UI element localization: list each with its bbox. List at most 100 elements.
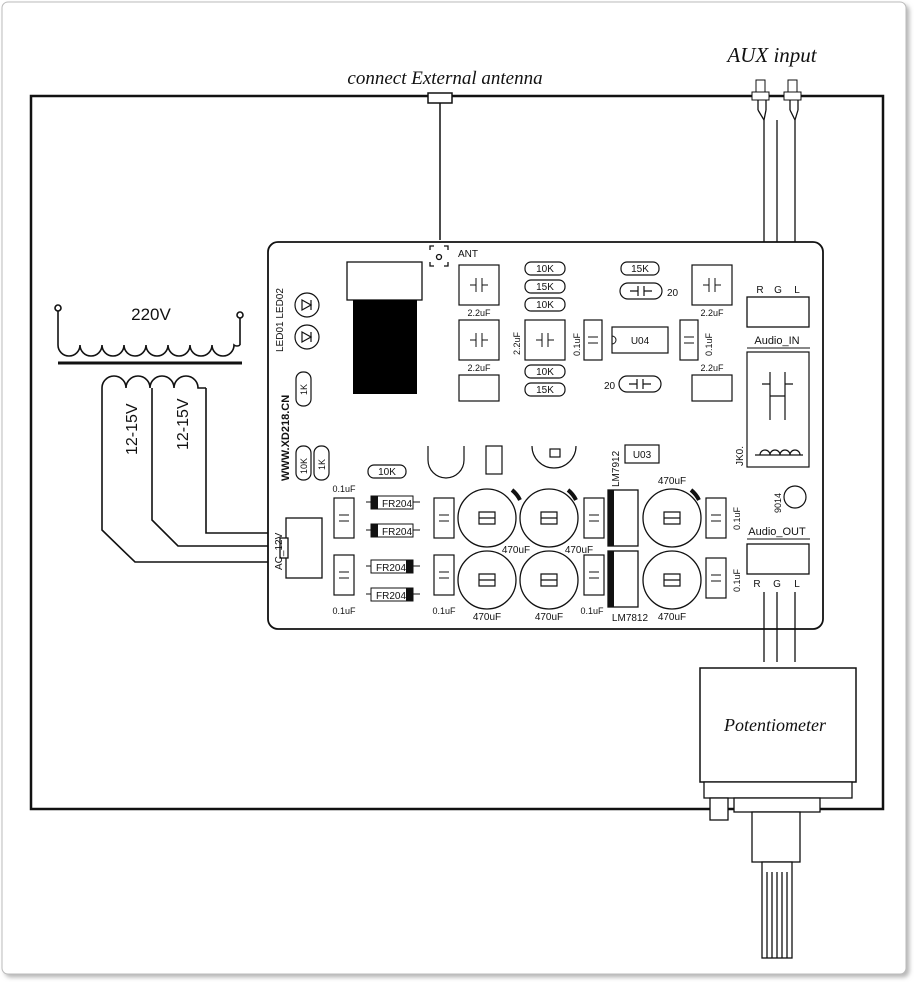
svg-text:1K: 1K (299, 384, 309, 395)
svg-text:0.1uF: 0.1uF (332, 606, 356, 616)
svg-text:FR204: FR204 (376, 591, 406, 602)
diode-fr204-a: FR204 (366, 495, 420, 510)
cap-0u1-right-bottom: 0.1uF (705, 557, 742, 599)
svg-text:2.2uF: 2.2uF (467, 363, 491, 373)
svg-text:470uF: 470uF (658, 612, 686, 623)
svg-text:10K: 10K (299, 458, 309, 474)
cap-0u1-left-bottom: 0.1uF (332, 554, 356, 616)
regulator-lm7812: LM7812 (607, 550, 649, 624)
website-label: WWW.XD218.CN (280, 395, 292, 481)
ac-connector: AC_12V (274, 517, 323, 579)
led-icons (294, 292, 320, 350)
svg-text:470uF: 470uF (658, 476, 686, 487)
cap-2u2-d: 2.2uF (512, 319, 566, 361)
cap-0u1-right-top: 0.1uF (705, 497, 742, 539)
cap-0u1-center-bottom: 0.1uF (580, 554, 605, 616)
svg-text:10K: 10K (536, 367, 554, 378)
svg-text:FR204: FR204 (382, 499, 412, 510)
audio-out-pins: R G L (753, 579, 800, 590)
ant-label: ANT (458, 249, 478, 260)
svg-text:9014: 9014 (773, 493, 783, 513)
svg-text:0.1uF: 0.1uF (732, 568, 742, 592)
ic-u04: U04 (611, 326, 669, 354)
diode-fr204-c: FR204 (366, 559, 420, 574)
transformer-symbol (54, 304, 244, 520)
svg-text:R: R (753, 579, 760, 590)
svg-text:AC_12V: AC_12V (274, 532, 285, 570)
svg-text:L: L (794, 285, 800, 296)
svg-text:470uF: 470uF (473, 612, 501, 623)
electrolytic-labels: 470uF 470uF 470uF 470uF 470uF 470uF (473, 476, 686, 623)
svg-text:0.1uF: 0.1uF (704, 332, 714, 356)
aux-jack-plugs (751, 79, 802, 101)
transformer-primary-label: 220V (131, 305, 171, 324)
cap-0u1-upper-a: 0.1uF (572, 319, 603, 361)
svg-text:FR204: FR204 (382, 527, 412, 538)
svg-text:0.1uF: 0.1uF (432, 606, 456, 616)
audio-in-pins: R G L (756, 285, 800, 296)
resistor-15k-right: 15K (620, 261, 660, 276)
svg-text:10K: 10K (536, 300, 554, 311)
audio-in-connector (746, 296, 810, 328)
svg-text:15K: 15K (536, 385, 554, 396)
ant-marker (429, 245, 449, 267)
svg-text:G: G (774, 285, 782, 296)
diode-fr204-d: FR204 (366, 587, 420, 602)
svg-text:U03: U03 (633, 450, 652, 461)
svg-text:2.2uF: 2.2uF (700, 308, 724, 318)
svg-text:2.2uF: 2.2uF (700, 363, 724, 373)
svg-text:15K: 15K (536, 282, 554, 293)
svg-text:470uF: 470uF (535, 612, 563, 623)
electrolytic-caps (457, 488, 702, 610)
cap-2u2-f: 2.2uF (691, 363, 733, 402)
audio-out-connector (746, 543, 810, 575)
svg-text:10K: 10K (378, 467, 396, 478)
transformer-secondary-wires (101, 388, 268, 563)
svg-text:LM7812: LM7812 (612, 613, 649, 624)
svg-text:0.1uF: 0.1uF (732, 506, 742, 530)
resistor-stack-mid: 10K 15K (524, 364, 566, 397)
regulator-lm7912: LM7912 (607, 450, 639, 547)
svg-text:470uF: 470uF (565, 545, 593, 556)
transistor-9014: 9014 (773, 485, 807, 513)
potentiometer-shaft (703, 781, 853, 959)
svg-text:U04: U04 (631, 336, 650, 347)
resistor-1k-bottom: 1K (313, 445, 330, 481)
svg-text:20: 20 (667, 288, 679, 299)
audio-in-label: Audio_IN (754, 335, 799, 347)
antenna-label: connect External antenna (347, 68, 542, 89)
secondary-b-label: 12-15V (175, 398, 192, 450)
partial-components (427, 445, 577, 479)
audio-out-wires (763, 592, 796, 662)
resistor-10k-left: 10K (295, 445, 312, 481)
svg-text:15K: 15K (631, 264, 649, 275)
svg-text:0.1uF: 0.1uF (332, 484, 356, 494)
svg-text:20: 20 (604, 381, 616, 392)
potentiometer-label: Potentiometer (723, 715, 827, 735)
ic-u03: U03 (624, 444, 660, 464)
cap-2u2-a: 2.2uF (458, 264, 500, 318)
svg-text:R: R (756, 285, 763, 296)
potentiometer-body (699, 667, 857, 783)
svg-text:0.1uF: 0.1uF (572, 332, 582, 356)
relay-jk (746, 351, 810, 468)
audio-out-label: Audio_OUT (748, 526, 806, 538)
led-labels: LED01 LED02 (275, 288, 286, 352)
cap-0u1-center-top (583, 497, 605, 539)
svg-text:470uF: 470uF (502, 545, 530, 556)
cap-0u1-mid-top (433, 497, 455, 539)
diode-fr204-b: FR204 (366, 523, 420, 538)
resistor-stack-top: 10K 15K 10K (524, 261, 566, 312)
secondary-a-label: 12-15V (124, 403, 141, 455)
svg-text:G: G (773, 579, 781, 590)
svg-text:0.1uF: 0.1uF (580, 606, 604, 616)
svg-text:1K: 1K (317, 459, 327, 470)
svg-text:L: L (794, 579, 800, 590)
svg-text:2.2uF: 2.2uF (467, 308, 491, 318)
svg-text:10K: 10K (536, 264, 554, 275)
cap-2u2-c (458, 374, 500, 402)
aux-input-label: AUX input (725, 43, 817, 67)
cap-2u2-b: 2.2uF (458, 319, 500, 373)
cap-0u1-mid-bottom: 0.1uF (432, 554, 456, 616)
